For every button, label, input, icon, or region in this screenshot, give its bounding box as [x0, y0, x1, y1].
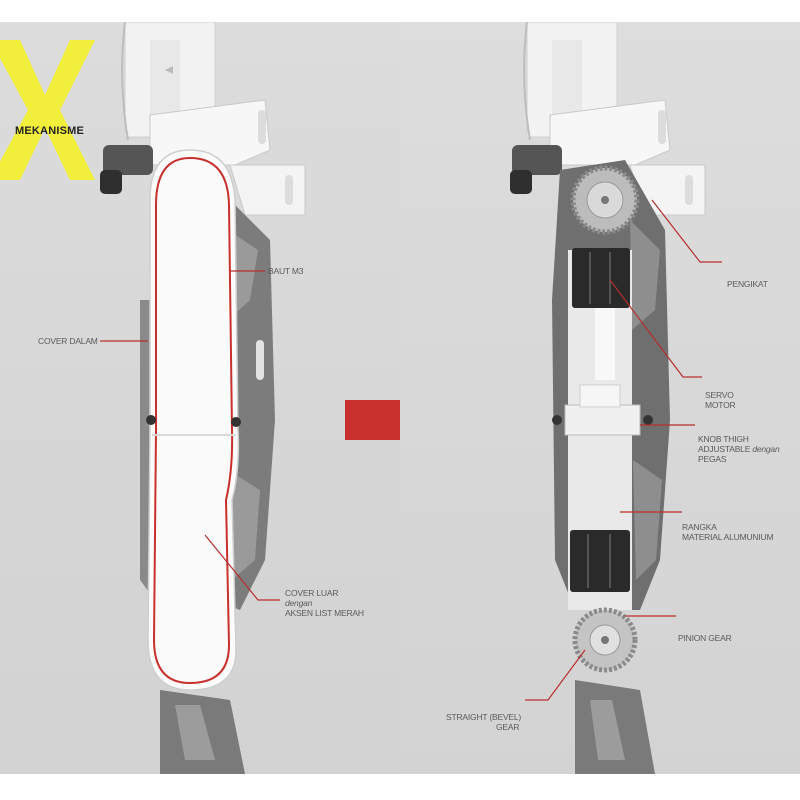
covered-leg-drawing [0, 22, 400, 774]
label-pengikat: PENGIKAT [727, 279, 768, 289]
covered-leg-panel: MEKANISME BAUT M3 COVER DALAM COVER LUAR… [0, 22, 400, 774]
lower-leg [160, 690, 245, 774]
callout-lines [525, 199, 722, 701]
servo-motor-lower [570, 530, 630, 592]
label-cover-dalam: COVER DALAM [38, 336, 98, 346]
outer-cover [146, 149, 241, 691]
mechanism-drawing [510, 22, 722, 774]
label-cover-luar-dengan: dengan [285, 598, 313, 608]
label-servo: SERVO [705, 390, 734, 400]
label-gear: GEAR [496, 722, 520, 732]
page-title: MEKANISME [15, 125, 85, 137]
pinion-gear [572, 607, 638, 673]
label-aksen-list-merah: AKSEN LIST MERAH [285, 608, 364, 618]
label-cover-luar: COVER LUAR [285, 588, 339, 598]
label-pegas: PEGAS [698, 454, 727, 464]
label-material-alumunium: MATERIAL ALUMUNIUM [682, 532, 774, 542]
label-adjustable: ADJUSTABLE dengan [698, 444, 780, 454]
mechanism-panel: PENGIKAT SERVO MOTOR KNOB THIGH ADJUSTAB… [400, 22, 800, 774]
label-baut-m3: BAUT M3 [268, 266, 304, 276]
label-rangka: RANGKA [682, 522, 717, 532]
top-bevel-gear [570, 165, 640, 235]
label-pinion-gear: PINION GEAR [678, 633, 732, 643]
callout-lines [100, 270, 280, 601]
label-motor: MOTOR [705, 400, 736, 410]
top-brackets [100, 99, 306, 216]
label-adjustable-dengan: dengan [752, 444, 780, 454]
label-adjustable-text: ADJUSTABLE [698, 444, 753, 454]
lower-leg [575, 680, 655, 774]
right-arrow-icon [345, 400, 400, 440]
label-straight-bevel: STRAIGHT (BEVEL) [446, 712, 522, 722]
x-mark-icon [0, 40, 95, 180]
label-knob-thigh: KNOB THIGH [698, 434, 749, 444]
servo-motor-upper [572, 248, 630, 308]
